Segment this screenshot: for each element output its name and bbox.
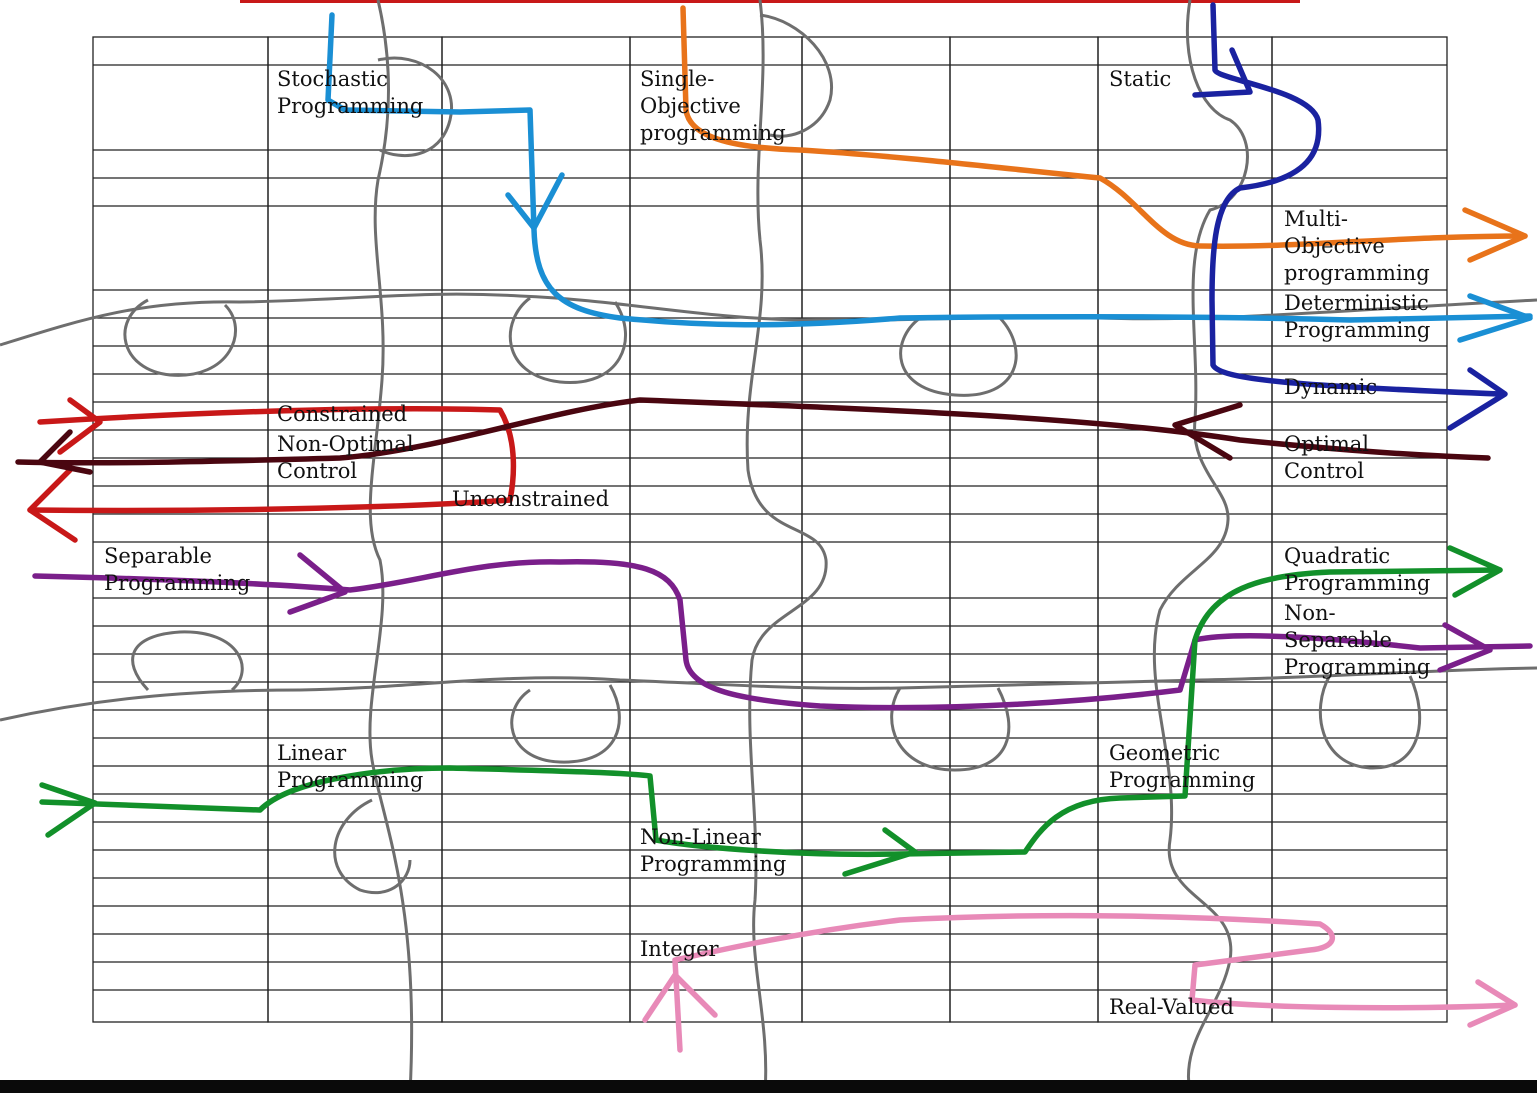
label-non-linear-programming: Non-Linear Programming: [640, 824, 786, 878]
puzzle-knob-2: [510, 298, 625, 383]
label-non-separable-programming: Non- Separable Programming: [1284, 600, 1430, 681]
puzzle-knob-5: [512, 685, 620, 762]
maroon-arrow: [18, 400, 1488, 463]
label-dynamic: Dynamic: [1284, 374, 1377, 401]
bottom-border: [0, 1080, 1537, 1093]
pink-arrow: [675, 916, 1515, 1050]
arrow-paths: [18, 5, 1530, 1050]
puzzle-knob-7: [1320, 675, 1419, 768]
label-geometric-programming: Geometric Programming: [1109, 740, 1255, 794]
label-unconstrained: Unconstrained: [452, 486, 609, 513]
label-constrained: Constrained: [277, 401, 407, 428]
label-integer: Integer: [640, 936, 719, 963]
label-static: Static: [1109, 66, 1171, 93]
green-arrow: [42, 570, 1500, 854]
label-quadratic-programming: Quadratic Programming: [1284, 543, 1430, 597]
purple-arrowhead: [290, 555, 345, 612]
maroon-arrowhead-right: [1175, 405, 1240, 458]
puzzle-knob-1: [125, 300, 236, 375]
red-arrowhead-left: [30, 470, 75, 540]
puzzle-knob-4: [133, 632, 243, 690]
puzzle-seam-v2: [747, 0, 826, 1093]
label-multi-objective-programming: Multi- Objective programming: [1284, 206, 1430, 287]
puzzle-seam-v3: [1154, 0, 1247, 1093]
puzzle-knob-3: [901, 318, 1017, 395]
label-deterministic-programming: Deterministic Programming: [1284, 290, 1430, 344]
label-separable-programming: Separable Programming: [104, 543, 250, 597]
label-linear-programming: Linear Programming: [277, 740, 423, 794]
label-optimal-control: Optimal Control: [1284, 431, 1369, 485]
label-single-objective-programming: Single- Objective programming: [640, 66, 786, 147]
puzzle-seam-v1: [370, 0, 412, 1093]
navy-arrowhead: [1450, 370, 1505, 428]
label-stochastic-programming: Stochastic Programming: [277, 66, 423, 120]
label-real-valued: Real-Valued: [1109, 994, 1234, 1021]
label-non-optimal-control: Non-Optimal Control: [277, 431, 414, 485]
red-arrowhead-right: [60, 400, 100, 452]
green-arrowhead-left: [42, 785, 95, 835]
